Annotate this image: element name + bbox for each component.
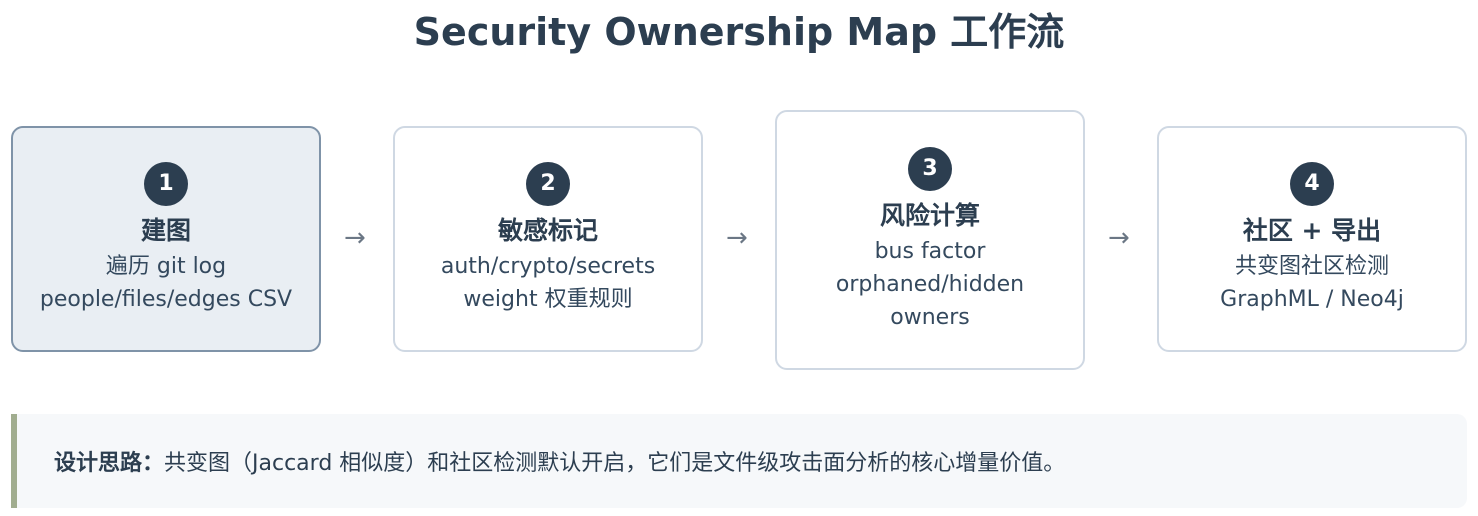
step-2-title: 敏感标记: [497, 216, 598, 245]
step-1-number-badge: 1: [144, 162, 188, 206]
step-3-card: 3 风险计算 bus factor orphaned/hidden owners: [775, 110, 1085, 370]
step-4-number-badge: 4: [1290, 162, 1334, 206]
arrow-2-to-3: →: [726, 223, 748, 253]
step-1-line-2: people/files/edges CSV: [39, 287, 293, 312]
step-3-line-1: bus factor: [874, 238, 986, 264]
step-1-card: 1 建图 遍历 git log people/files/edges CSV: [11, 126, 321, 352]
step-3-line-2: orphaned/hidden: [835, 271, 1025, 297]
step-3-line-3: owners: [890, 304, 970, 330]
step-2-number-badge: 2: [526, 162, 570, 206]
workflow-steps: 1 建图 遍历 git log people/files/edges CSV →…: [11, 110, 1467, 370]
step-2-card: 2 敏感标记 auth/crypto/secrets weight 权重规则: [393, 126, 703, 352]
step-3-number-badge: 3: [908, 146, 952, 191]
step-1-title: 建图: [140, 216, 191, 245]
design-note-label: 设计思路：: [54, 451, 165, 476]
step-2-line-1: auth/crypto/secrets: [440, 254, 656, 279]
step-4-line-2: GraphML / Neo4j: [1220, 287, 1404, 312]
arrow-3-to-4: →: [1108, 223, 1130, 253]
step-4-card: 4 社区 + 导出 共变图社区检测 GraphML / Neo4j: [1157, 126, 1467, 352]
diagram-title: Security Ownership Map 工作流: [413, 10, 1065, 54]
design-note-text: 共变图（Jaccard 相似度）和社区检测默认开启，它们是文件级攻击面分析的核心…: [164, 451, 1066, 476]
step-4-line-1: 共变图社区检测: [1234, 254, 1389, 279]
arrow-1-to-2: →: [344, 223, 366, 253]
step-1-line-1: 遍历 git log: [105, 254, 227, 279]
step-2-line-2: weight 权重规则: [463, 287, 633, 312]
step-3-title: 风险计算: [879, 200, 980, 230]
step-4-title: 社区 + 导出: [1242, 216, 1382, 245]
design-note: 设计思路： 共变图（Jaccard 相似度）和社区检测默认开启，它们是文件级攻击…: [11, 414, 1467, 508]
